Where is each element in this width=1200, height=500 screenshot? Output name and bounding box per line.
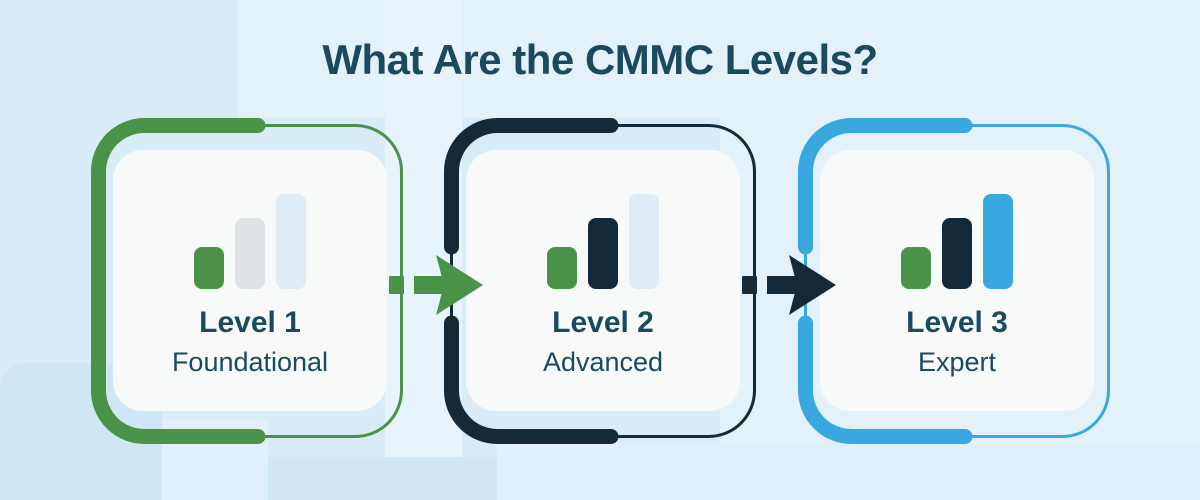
level-1-subtitle: Foundational: [171, 347, 329, 377]
level-1-card: Level 1 Foundational: [90, 117, 410, 445]
bar-chart-icon: [901, 194, 1013, 289]
bar-small: [547, 247, 577, 289]
bar-chart-icon: [547, 194, 659, 289]
background-patch: [497, 443, 1200, 500]
level-3-subtitle: Expert: [917, 347, 997, 377]
bar-medium: [942, 218, 972, 289]
level-1-card-body: Level 1 Foundational: [113, 150, 387, 411]
level-3-title: Level 3: [906, 306, 1008, 339]
level-2-subtitle: Advanced: [542, 347, 664, 377]
arrow-right-icon: [742, 255, 836, 315]
bar-small: [901, 247, 931, 289]
level-2-card: Level 2 Advanced: [443, 117, 763, 445]
bar-large: [276, 194, 306, 289]
bar-large: [983, 194, 1013, 289]
level-3-card-border: [798, 118, 1110, 444]
bar-chart-icon: [194, 194, 306, 289]
page-title: What Are the CMMC Levels?: [322, 36, 878, 83]
level-2-card-body: Level 2 Advanced: [466, 150, 740, 411]
bar-medium: [588, 218, 618, 289]
level-1-title: Level 1: [199, 306, 301, 339]
level-3-card-body: Level 3 Expert: [820, 150, 1094, 411]
background-patch: [238, 0, 720, 118]
level-2-title: Level 2: [552, 306, 654, 339]
bar-medium: [235, 218, 265, 289]
level-3-card: Level 3 Expert: [797, 117, 1117, 445]
bar-large: [629, 194, 659, 289]
bar-small: [194, 247, 224, 289]
background-patch: [268, 457, 497, 500]
arrow-right-icon: [389, 255, 483, 315]
